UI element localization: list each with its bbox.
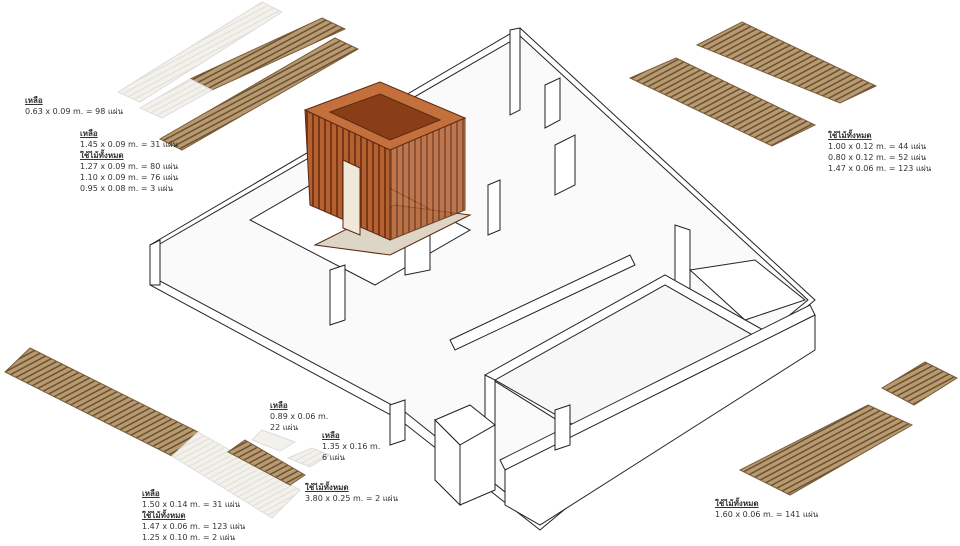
label-heading: ใช้ไม้ทั้งหมด <box>80 151 124 160</box>
wood-plank-strip <box>158 37 360 151</box>
label-heading: เหลือ <box>142 489 160 498</box>
label-line: 3.80 x 0.25 m. = 2 แผ่น <box>305 494 399 503</box>
label-heading: ใช้ไม้ทั้งหมด <box>828 131 872 140</box>
leftover-plank-strip <box>251 429 297 452</box>
label-line: 0.80 x 0.12 m. = 52 แผ่น <box>828 153 927 162</box>
wood-plank-strip <box>4 347 199 457</box>
label-heading: ใช้ไม้ทั้งหมด <box>142 511 186 520</box>
label-line: 1.60 x 0.06 m. = 141 แผ่น <box>715 510 819 519</box>
label-line: 1.35 x 0.16 m. <box>322 442 381 451</box>
label-line: 0.63 x 0.09 m. = 98 แผ่น <box>25 107 124 116</box>
label-leftover-bottom-mid-b: เหลือ 1.35 x 0.16 m. 6 แผ่น <box>322 430 380 463</box>
wood-plank-strip <box>628 57 817 147</box>
label-line: 22 แผ่น <box>270 423 299 432</box>
label-line: 0.95 x 0.08 m. = 3 แผ่น <box>80 184 174 193</box>
label-planks-bottom-right: ใช้ไม้ทั้งหมด 1.60 x 0.06 m. = 141 แผ่น <box>715 498 818 520</box>
label-planks-top-left: เหลือ 1.45 x 0.09 m. = 31 แผ่น ใช้ไม้ทั้… <box>80 128 178 194</box>
label-line: 6 แผ่น <box>322 453 345 462</box>
label-heading: เหลือ <box>322 431 340 440</box>
label-heading: ใช้ไม้ทั้งหมด <box>305 483 349 492</box>
label-heading: เหลือ <box>25 96 43 105</box>
label-line: 1.47 x 0.06 m. = 123 แผ่น <box>142 522 246 531</box>
label-planks-bottom-mid: ใช้ไม้ทั้งหมด 3.80 x 0.25 m. = 2 แผ่น <box>305 482 398 504</box>
label-line: 1.10 x 0.09 m. = 76 แผ่น <box>80 173 179 182</box>
label-line: 1.00 x 0.12 m. = 44 แผ่น <box>828 142 927 151</box>
label-line: 1.47 x 0.06 m. = 123 แผ่น <box>828 164 932 173</box>
wood-plank-strip <box>227 439 306 486</box>
label-planks-bottom-left: เหลือ 1.50 x 0.14 m. = 31 แผ่น ใช้ไม้ทั้… <box>142 488 245 543</box>
leftover-plank-strip <box>286 447 332 468</box>
wood-plank-strip <box>880 361 959 406</box>
label-line: 0.89 x 0.06 m. <box>270 412 329 421</box>
label-leftover-top-left: เหลือ 0.63 x 0.09 m. = 98 แผ่น <box>25 95 123 117</box>
label-heading: ใช้ไม้ทั้งหมด <box>715 499 759 508</box>
label-line: 1.45 x 0.09 m. = 31 แผ่น <box>80 140 179 149</box>
label-line: 1.50 x 0.14 m. = 31 แผ่น <box>142 500 241 509</box>
label-line: 1.25 x 0.10 m. = 2 แผ่น <box>142 533 236 542</box>
wood-plank-strip <box>695 21 878 104</box>
wood-plank-strip <box>738 404 914 496</box>
label-heading: เหลือ <box>80 129 98 138</box>
label-heading: เหลือ <box>270 401 288 410</box>
wooden-pavilion <box>303 81 472 256</box>
label-planks-top-right: ใช้ไม้ทั้งหมด 1.00 x 0.12 m. = 44 แผ่น 0… <box>828 130 931 174</box>
label-leftover-bottom-mid-a: เหลือ 0.89 x 0.06 m. 22 แผ่น <box>270 400 328 433</box>
leftover-plank-strip <box>116 1 284 103</box>
label-line: 1.27 x 0.09 m. = 80 แผ่น <box>80 162 179 171</box>
leftover-plank-strip <box>138 78 214 119</box>
